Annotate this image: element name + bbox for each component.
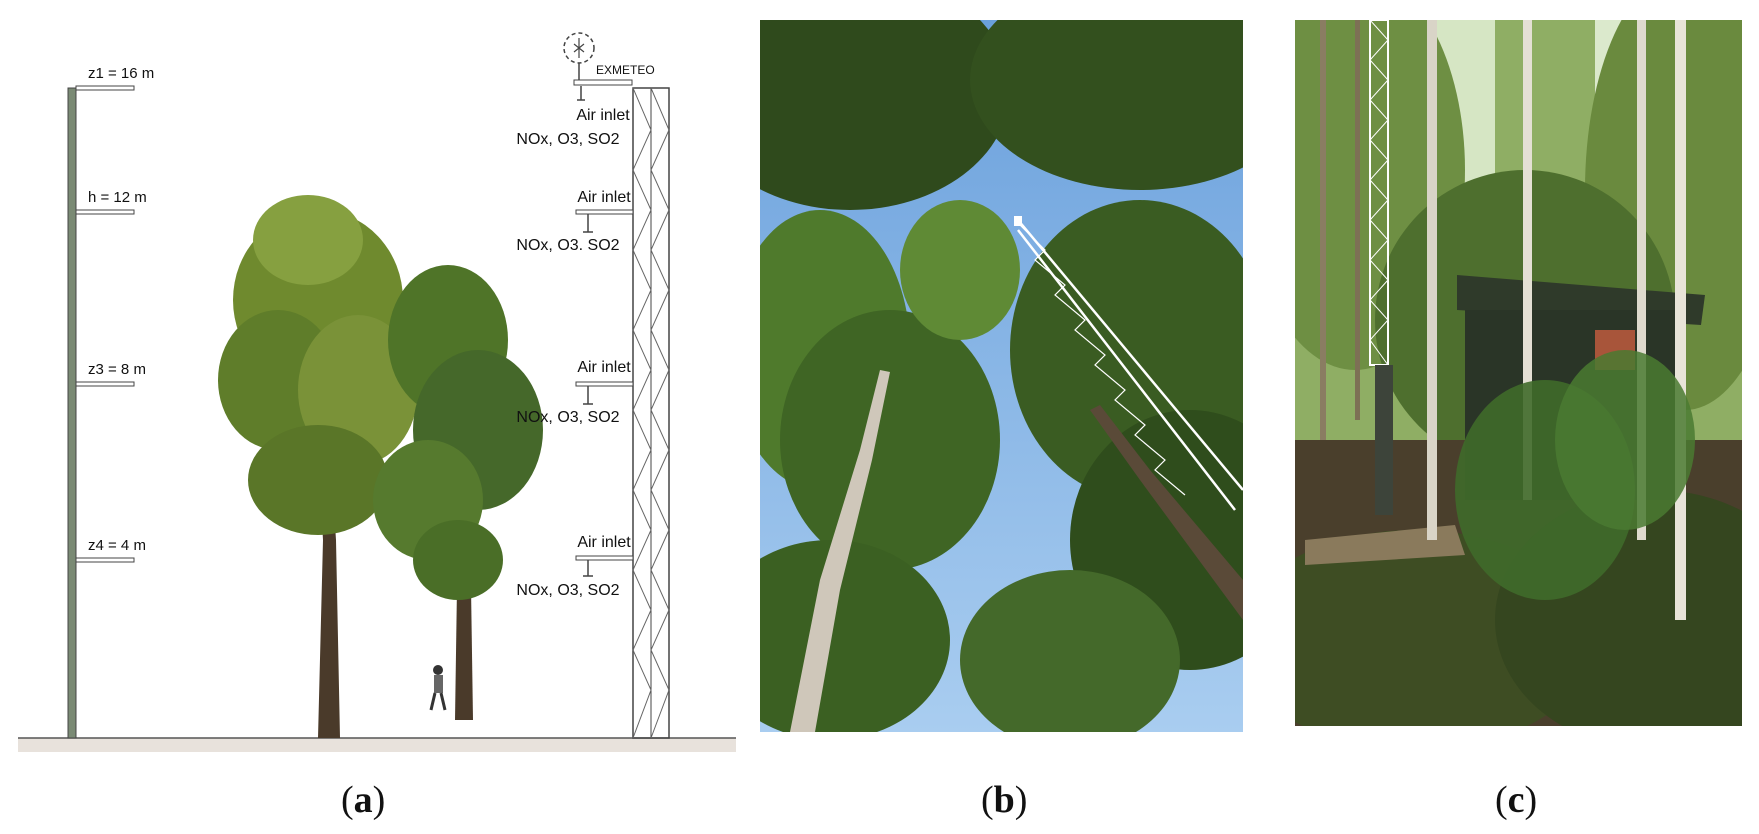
air-inlet-1: Air inlet NOx, O3, SO2 bbox=[516, 86, 630, 148]
tower-vertical bbox=[1369, 20, 1393, 515]
caption-a: (a) bbox=[341, 779, 386, 821]
svg-text:Air inlet: Air inlet bbox=[576, 107, 630, 124]
caption-c: (c) bbox=[1495, 779, 1538, 821]
panel-a-schematic: z1 = 16 m h = 12 m z3 = 8 m z4 = 4 m bbox=[18, 20, 736, 754]
exmeteo-sensor: EXMETEO bbox=[563, 32, 655, 86]
photo-site-svg bbox=[1295, 20, 1742, 726]
person-figure bbox=[429, 665, 447, 711]
ground bbox=[18, 738, 736, 752]
pole-label-z1: z1 = 16 m bbox=[88, 65, 154, 82]
svg-text:Air inlet: Air inlet bbox=[577, 189, 631, 206]
pole-label-z3: z3 = 8 m bbox=[88, 361, 146, 378]
inlet-species-4: NOx, O3, SO2 bbox=[516, 582, 619, 599]
caption-b: (b) bbox=[981, 779, 1028, 821]
pole-arm-z3: z3 = 8 m bbox=[75, 361, 146, 387]
pole-arm-z1: z1 = 16 m bbox=[75, 65, 154, 91]
air-inlet-3: Air inlet NOx, O3, SO2 bbox=[516, 359, 634, 426]
air-inlet-2: Air inlet NOx, O3. SO2 bbox=[516, 189, 634, 254]
tree-illustration-right bbox=[373, 265, 543, 720]
measurement-pole bbox=[67, 87, 77, 739]
pole-arm-h: h = 12 m bbox=[75, 189, 147, 215]
panel-c-photo-site bbox=[1295, 20, 1742, 726]
inlet-species-2: NOx, O3. SO2 bbox=[516, 237, 619, 254]
tree-illustration-left bbox=[218, 195, 418, 738]
pole-arm-z4: z4 = 4 m bbox=[75, 537, 146, 563]
inlet-species-1: NOx, O3, SO2 bbox=[516, 131, 619, 148]
exmeteo-label: EXMETEO bbox=[596, 63, 655, 77]
pole-label-z4: z4 = 4 m bbox=[88, 537, 146, 554]
lattice-tower bbox=[632, 87, 670, 739]
inlet-species-3: NOx, O3, SO2 bbox=[516, 409, 619, 426]
schematic-svg: z1 = 16 m h = 12 m z3 = 8 m z4 = 4 m bbox=[18, 32, 736, 752]
photo-upward-svg bbox=[760, 20, 1243, 732]
svg-text:Air inlet: Air inlet bbox=[577, 534, 631, 551]
pole-label-h: h = 12 m bbox=[88, 189, 147, 206]
tower-diagonal bbox=[1014, 216, 1243, 511]
svg-text:Air inlet: Air inlet bbox=[577, 359, 631, 376]
panel-b-photo-upward bbox=[760, 20, 1243, 732]
air-inlet-4: Air inlet NOx, O3, SO2 bbox=[516, 534, 634, 599]
